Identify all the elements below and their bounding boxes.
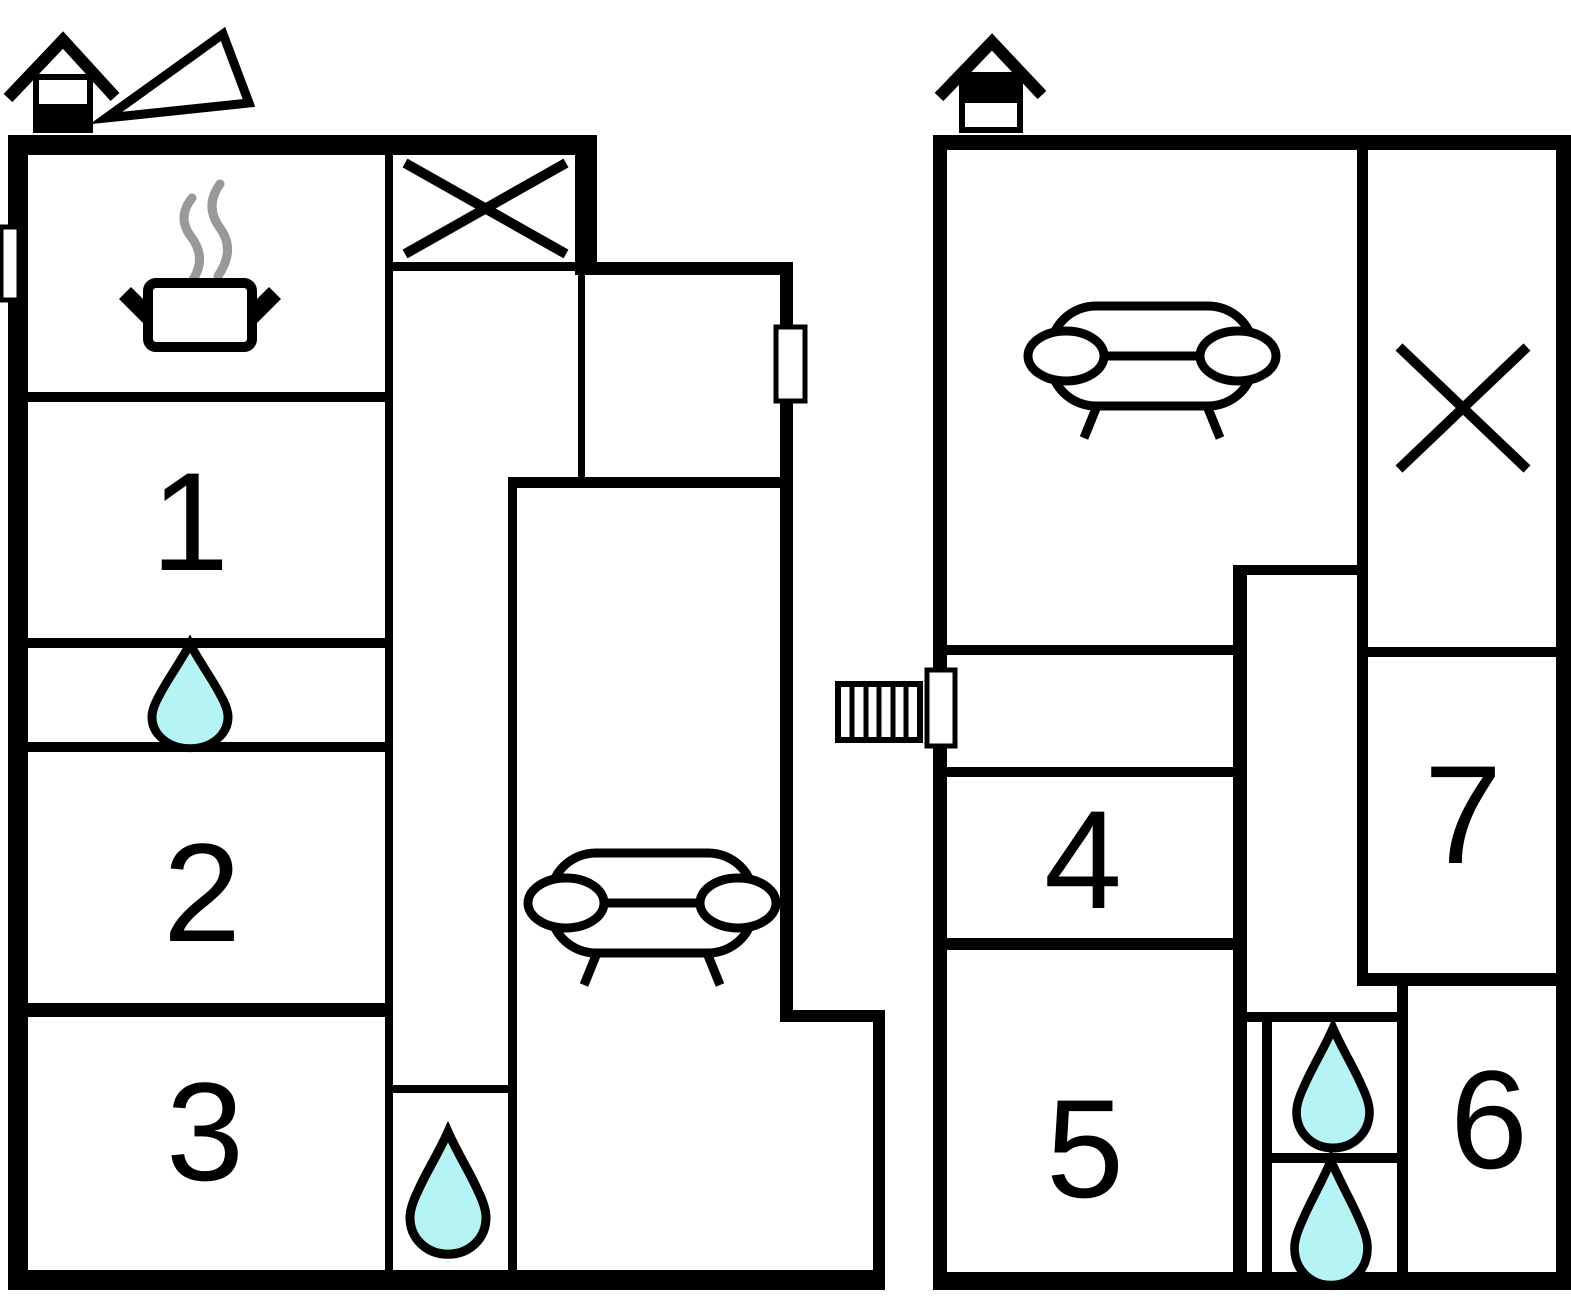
- stairs-cross-icon: [402, 158, 569, 259]
- wall-segment: [575, 262, 793, 275]
- wall-segment: [1556, 135, 1571, 1290]
- wall-segment: [1357, 973, 1556, 986]
- steam-icon: [207, 179, 232, 281]
- cooking-pot-icon: [118, 179, 282, 352]
- wall-segment: [8, 1270, 885, 1290]
- chimney-band: [36, 104, 90, 130]
- window-marker: [0, 224, 22, 303]
- chimney-roof: [3, 31, 120, 103]
- wall-segment: [933, 135, 1571, 150]
- steam-icon: [179, 193, 204, 289]
- wall-segment: [780, 262, 793, 1020]
- unit-left: 1 2 3: [0, 135, 885, 1290]
- room-label-1: 1: [151, 443, 229, 600]
- wall-segment: [1233, 565, 1367, 575]
- water-drop-icon: [1295, 1161, 1368, 1286]
- room-label-7: 7: [1424, 736, 1502, 893]
- wall-segment: [28, 638, 393, 648]
- wall-segment: [508, 477, 517, 1290]
- wall-segment: [933, 1272, 1571, 1290]
- wall-segment: [28, 392, 393, 402]
- chimney-roof: [934, 33, 1047, 102]
- door-marker: [773, 324, 808, 404]
- wall-segment: [780, 1010, 885, 1022]
- stairs-cross-icon: [1395, 343, 1531, 473]
- wall-segment: [947, 938, 1233, 950]
- room-label-4: 4: [1044, 781, 1122, 938]
- wall-segment: [1397, 986, 1408, 1290]
- wall-segment: [1262, 1012, 1272, 1290]
- wall-segment: [510, 477, 793, 488]
- wall-segment: [578, 271, 585, 480]
- wall-segment: [28, 1003, 393, 1017]
- wall-segment: [575, 135, 597, 275]
- entrance-steps-icon: [835, 681, 923, 743]
- sofa-icon: [1028, 306, 1276, 438]
- room-label-3: 3: [166, 1053, 244, 1210]
- unit-right: 4 5 6 7: [924, 135, 1571, 1290]
- wall-segment: [947, 645, 1233, 655]
- room-label-6: 6: [1450, 1041, 1528, 1198]
- water-drop-icon: [410, 1132, 486, 1254]
- sofa-icon: [528, 853, 776, 985]
- water-drop-icon: [1297, 1028, 1370, 1148]
- water-drop-icon: [152, 644, 228, 748]
- wall-segment: [947, 767, 1233, 777]
- door-marker: [924, 667, 958, 749]
- wall-segment: [1247, 1012, 1407, 1022]
- wall-segment: [1367, 647, 1556, 657]
- wall-segment: [8, 135, 28, 1290]
- wall-segment: [873, 1010, 885, 1290]
- room-label-2: 2: [163, 814, 241, 971]
- wall-segment: [1233, 565, 1247, 1290]
- wall-segment: [8, 135, 597, 155]
- chimney-icon-right: [934, 33, 1047, 133]
- wall-segment: [385, 150, 393, 1290]
- chimney-icon-left: [3, 31, 120, 133]
- wall-segment: [393, 1085, 517, 1093]
- chimney-band: [962, 75, 1020, 103]
- north-triangle-icon: [89, 26, 256, 125]
- wall-segment: [385, 262, 597, 271]
- room-label-5: 5: [1046, 1070, 1124, 1227]
